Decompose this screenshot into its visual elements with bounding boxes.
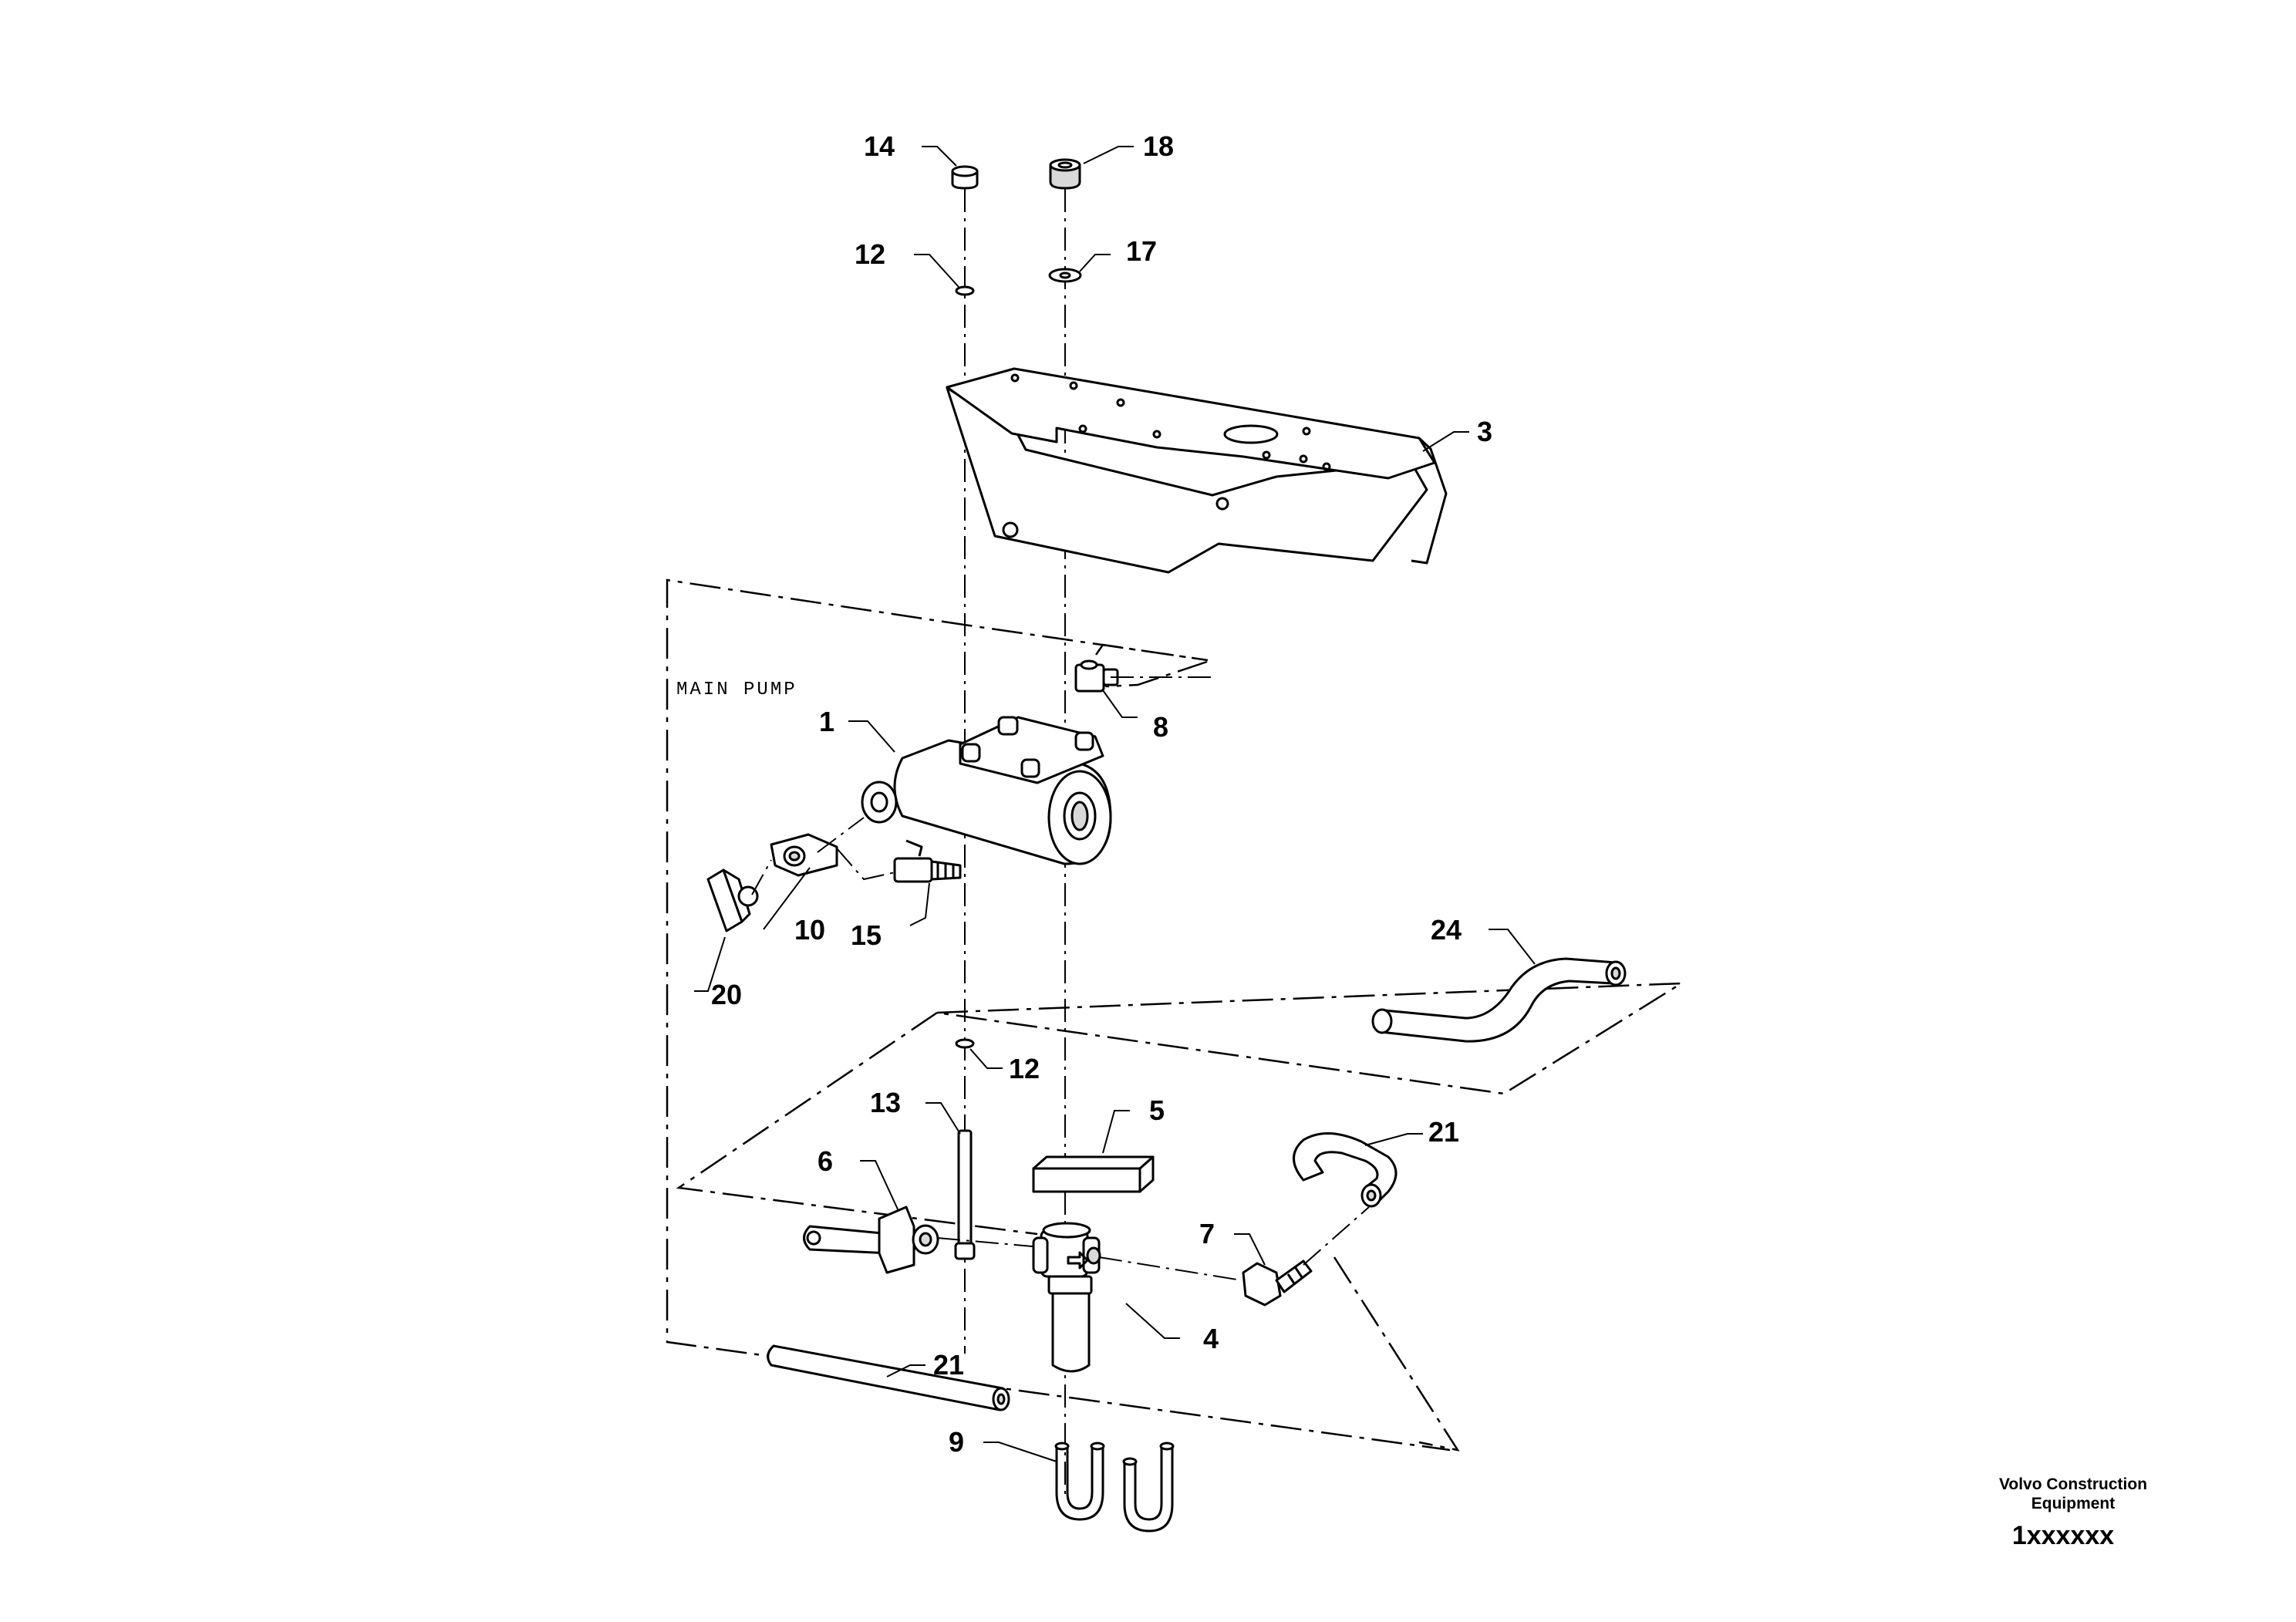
company-name-line1: Volvo Construction (1999, 1475, 2147, 1493)
part-number: 1xxxxxx (2012, 1521, 2114, 1550)
callout-8: 8 (1153, 711, 1168, 743)
part-21-elbow-hose (1293, 1132, 1397, 1208)
callout-9: 9 (949, 1426, 964, 1458)
part-12-washer-upper (955, 285, 975, 296)
part-20-plug (706, 868, 759, 932)
hose-21-phantom-path (1333, 1256, 1460, 1452)
part-14-screw-head (951, 165, 979, 190)
part-9-u-bolts (1054, 1442, 1175, 1533)
leader-lines (694, 146, 1536, 1462)
callout-21-lower: 21 (933, 1349, 964, 1381)
part-18-nut (1049, 158, 1081, 190)
part-21-straight-hose (767, 1344, 1010, 1411)
callout-10: 10 (794, 914, 825, 946)
callout-18: 18 (1143, 130, 1174, 162)
callout-4: 4 (1203, 1323, 1219, 1354)
part-3-mounting-bracket (946, 367, 1448, 574)
part-5-block (1032, 1155, 1155, 1193)
main-pump-label: MAIN PUMP (676, 679, 797, 700)
callout-1: 1 (819, 706, 834, 737)
callout-20: 20 (711, 979, 742, 1010)
part-7-elbow-fitting (1242, 1259, 1313, 1307)
callout-3: 3 (1477, 416, 1492, 447)
part-24-hose (1371, 957, 1627, 1043)
callout-7: 7 (1199, 1218, 1215, 1249)
part-15-hose-nipple (893, 857, 962, 883)
callout-5: 5 (1149, 1094, 1165, 1126)
callout-15: 15 (851, 919, 882, 951)
lower-assembly-phantom-plane (676, 1011, 1038, 1236)
callout-17: 17 (1126, 235, 1157, 267)
part-4-filter (1032, 1222, 1101, 1373)
part-10-banjo-fitting (770, 833, 838, 877)
callout-12-upper: 12 (855, 238, 885, 270)
part-6-valve-lever (803, 1206, 939, 1274)
main-pump-phantom-outline (666, 578, 1451, 1452)
part-1-main-pump (861, 716, 1112, 865)
callout-24: 24 (1431, 914, 1462, 946)
callout-14: 14 (864, 130, 895, 162)
part-12-washer-lower (955, 1038, 975, 1049)
callout-21-upper: 21 (1428, 1116, 1459, 1148)
part-8-fitting (1074, 659, 1119, 693)
callout-12-lower: 12 (1009, 1053, 1040, 1084)
company-name-line2: Equipment (2031, 1495, 2116, 1512)
callout-13: 13 (870, 1087, 901, 1118)
hose-phantom-plane (936, 982, 1685, 1095)
part-17-washer (1048, 268, 1082, 283)
callout-6: 6 (818, 1145, 833, 1177)
part-13-bolt (954, 1129, 976, 1260)
